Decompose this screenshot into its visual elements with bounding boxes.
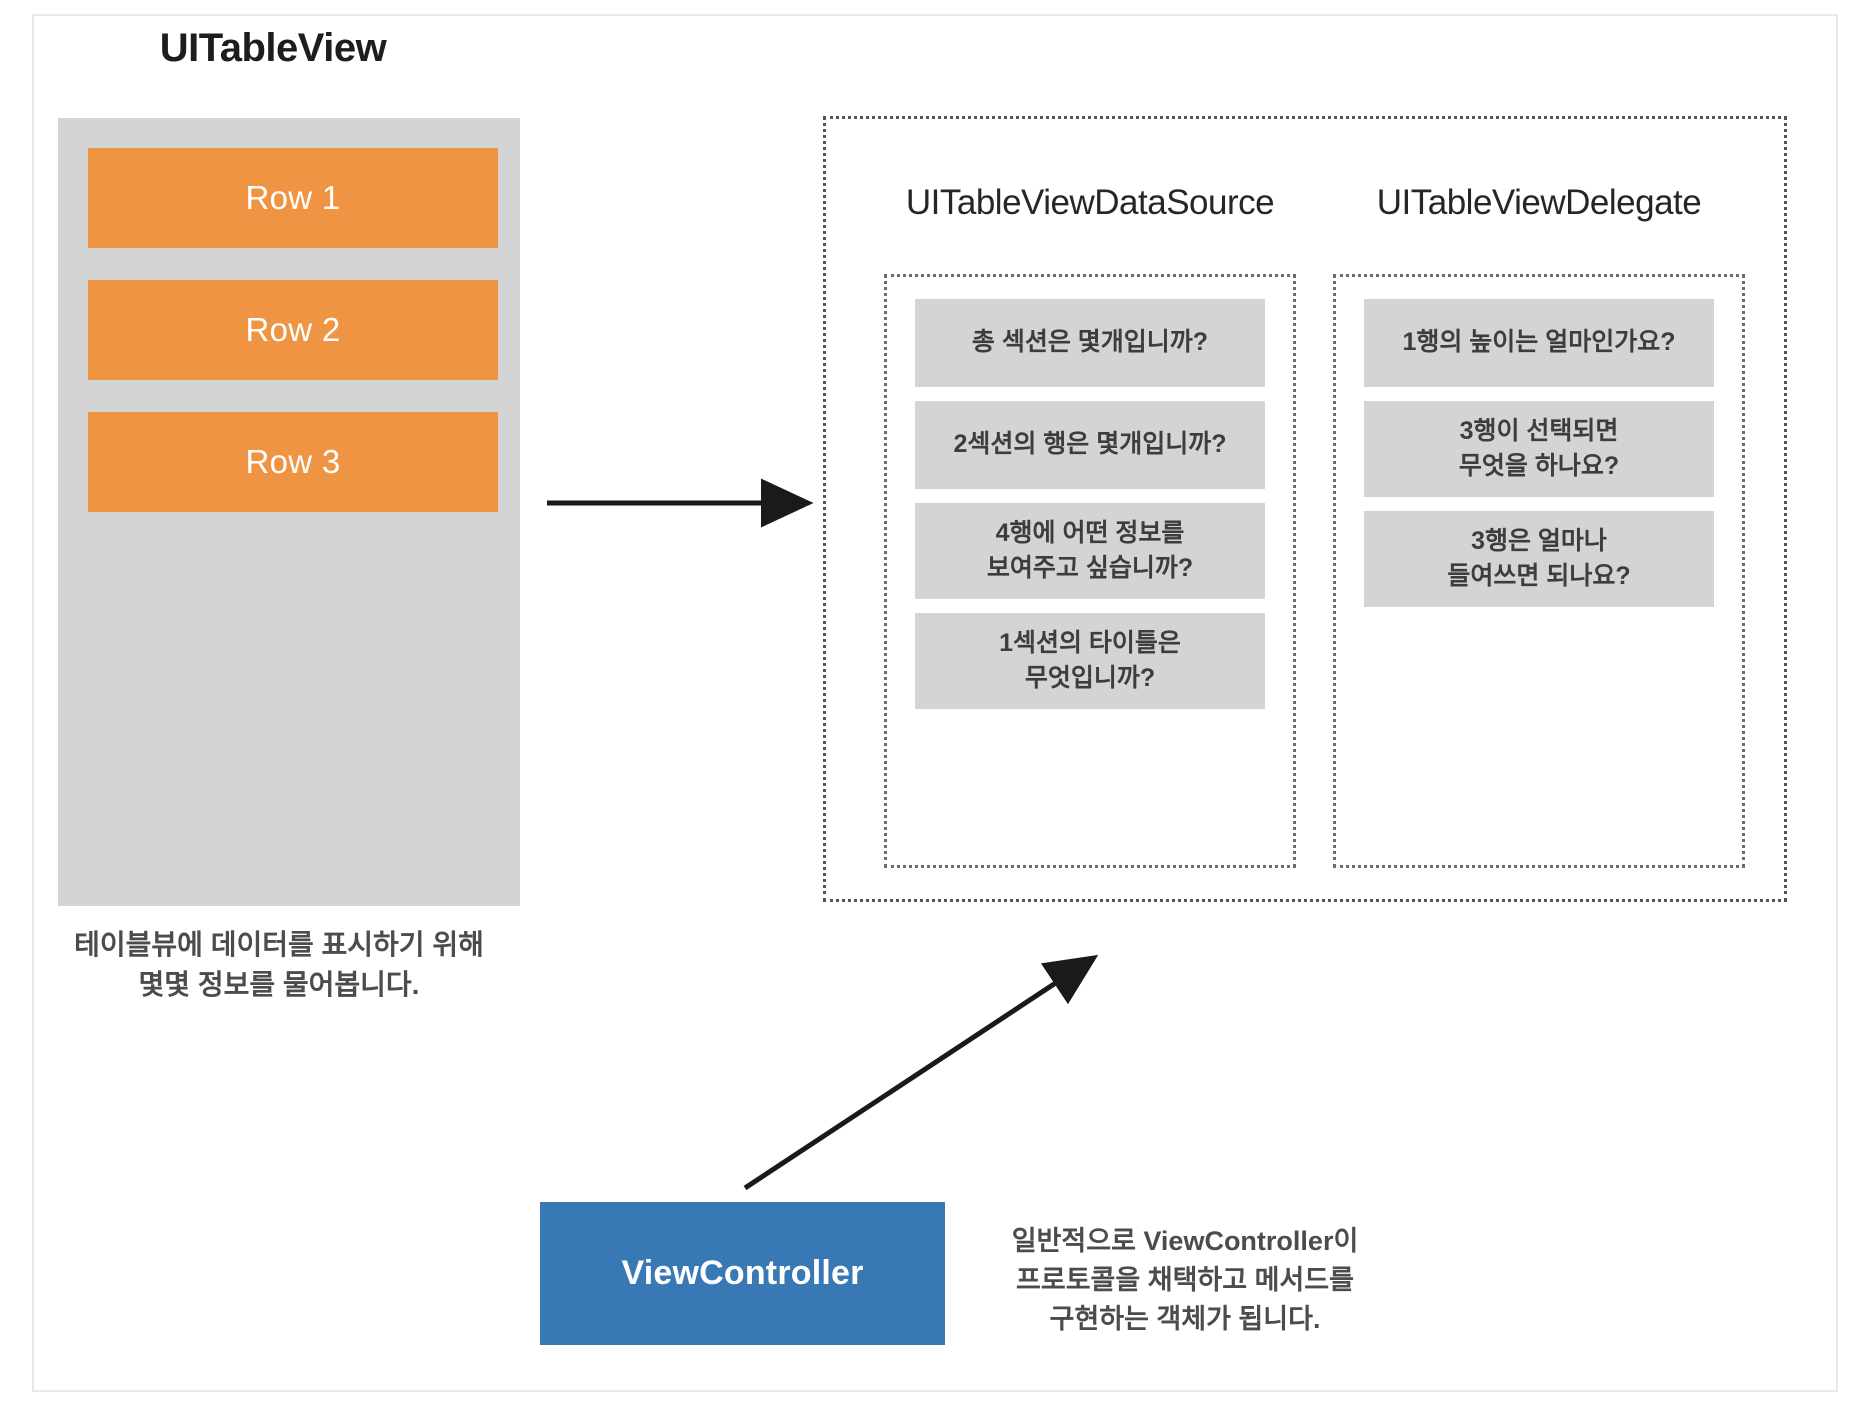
delegate-methods-box: 1행의 높이는 얼마인가요? 3행이 선택되면 무엇을 하나요? 3행은 얼마나…: [1333, 274, 1745, 868]
tableview-row-1[interactable]: Row 1: [88, 148, 498, 248]
delegate-method-1[interactable]: 1행의 높이는 얼마인가요?: [1364, 299, 1714, 387]
datasource-method-4[interactable]: 1섹션의 타이틀은 무엇입니까?: [915, 613, 1265, 709]
viewcontroller-box[interactable]: ViewController: [540, 1202, 945, 1345]
delegate-method-3[interactable]: 3행은 얼마나 들여쓰면 되나요?: [1364, 511, 1714, 607]
datasource-method-2[interactable]: 2섹션의 행은 몇개입니까?: [915, 401, 1265, 489]
datasource-method-1[interactable]: 총 섹션은 몇개입니까?: [915, 299, 1265, 387]
delegate-method-2[interactable]: 3행이 선택되면 무엇을 하나요?: [1364, 401, 1714, 497]
datasource-methods-box: 총 섹션은 몇개입니까? 2섹션의 행은 몇개입니까? 4행에 어떤 정보를 보…: [884, 274, 1296, 868]
tableview-title: UITableView: [159, 26, 387, 70]
page-frame: [32, 14, 1838, 1392]
protocols-container: UITableViewDataSource 총 섹션은 몇개입니까? 2섹션의 …: [823, 116, 1787, 902]
delegate-title: UITableViewDelegate: [1376, 183, 1702, 222]
tableview-panel: Row 1 Row 2 Row 3: [58, 118, 520, 906]
datasource-title: UITableViewDataSource: [905, 183, 1275, 222]
tableview-caption: 테이블뷰에 데이터를 표시하기 위해 몇몇 정보를 물어봅니다.: [74, 929, 484, 1000]
datasource-method-3[interactable]: 4행에 어떤 정보를 보여주고 싶습니까?: [915, 503, 1265, 599]
tableview-row-2[interactable]: Row 2: [88, 280, 498, 380]
tableview-row-3[interactable]: Row 3: [88, 412, 498, 512]
viewcontroller-caption: 일반적으로 ViewController이 프로토콜을 채택하고 메서드를 구현…: [1011, 1226, 1359, 1335]
